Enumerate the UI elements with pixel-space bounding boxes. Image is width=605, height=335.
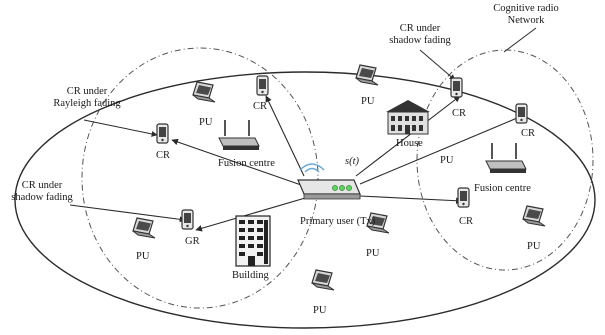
laptop-icon: [192, 81, 216, 103]
network-ellipse: [14, 71, 596, 329]
cr-label: CR: [459, 216, 474, 227]
link-pu-cr2: [171, 138, 305, 187]
router-icon: [297, 163, 361, 200]
house-icon: [386, 100, 430, 135]
pu-label: PU: [366, 248, 380, 259]
building-label: Building: [232, 270, 269, 281]
pu-label: PU: [136, 251, 150, 262]
cr-label: GR: [185, 236, 200, 247]
cr-shadow-top-line-2: shadow fading: [389, 35, 451, 46]
link-pu-cr5: [359, 195, 463, 205]
cr-label: CR: [452, 108, 467, 119]
phone-icon: [156, 123, 169, 144]
phone-icon: [256, 75, 269, 96]
phone-icon: [181, 209, 194, 230]
cognitive-network-line-2: Network: [507, 15, 545, 26]
cognitive-network-label: Cognitive radio Network: [486, 3, 566, 27]
fusion-centre-label: Fusion centre: [218, 158, 275, 169]
cr-rayleigh-line-2: Rayleigh fading: [53, 98, 121, 109]
pu-label: PU: [313, 305, 327, 316]
link-pu-cr6: [195, 195, 313, 232]
pu-label: PU: [361, 96, 375, 107]
access-point-icon: [485, 142, 527, 174]
cr-shadow-top-line-1: CR under: [399, 23, 441, 34]
cr-shadow-left-line-2: shadow fading: [11, 192, 73, 203]
cr-shadow-left-line-1: CR under: [21, 180, 63, 191]
laptop-icon: [132, 217, 156, 239]
cr-shadow-top-label: CR under shadow fading: [380, 23, 460, 47]
house-label: House: [396, 138, 423, 149]
fusion-centre-label: Fusion centre: [474, 183, 531, 194]
link-pu-cr1: [265, 95, 305, 177]
cr-label: CR: [156, 150, 171, 161]
link-pu-cr3: [355, 95, 461, 177]
signal-label: s(t): [345, 156, 359, 167]
laptop-icon: [522, 205, 546, 227]
access-point-icon: [218, 119, 260, 151]
cr-shadow-left-label: CR under shadow fading: [2, 180, 82, 204]
link-pu-cr4: [359, 115, 523, 185]
pu-label: PU: [440, 155, 454, 166]
cr-label: CR: [253, 101, 268, 112]
phone-icon: [457, 187, 470, 208]
cr-rayleigh-label: CR under Rayleigh fading: [42, 86, 132, 110]
phone-icon: [450, 77, 463, 98]
cr-rayleigh-line-1: CR under: [66, 86, 108, 97]
cr-label: CR: [521, 128, 536, 139]
laptop-icon: [311, 269, 335, 291]
phone-icon: [515, 103, 528, 124]
laptop-icon: [355, 64, 379, 86]
pu-label: PU: [527, 241, 541, 252]
primary-user-label: Primary user (Tx): [300, 216, 376, 227]
building-icon: [235, 215, 271, 267]
coverage-circle-left: [81, 47, 319, 309]
coverage-circle-right: [416, 49, 594, 271]
pu-label: PU: [199, 117, 213, 128]
cognitive-network-line-1: Cognitive radio: [493, 3, 559, 14]
